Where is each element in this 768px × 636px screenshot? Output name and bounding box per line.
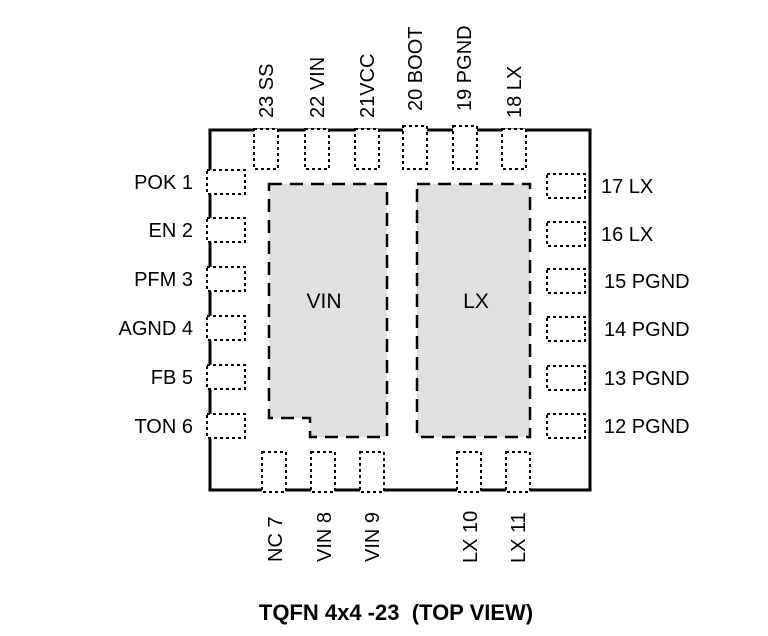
pin-16-label: 16 LX: [601, 224, 653, 246]
pin-10-pad: [456, 451, 482, 493]
package-caption: TQFN 4x4 -23 (TOP VIEW): [259, 600, 533, 625]
pin-8-pad: [310, 451, 336, 493]
pin-5-label: FB 5: [151, 367, 193, 389]
pin-16-pad: [546, 221, 586, 247]
pin-20-label: 20 BOOT: [405, 27, 427, 111]
pin-23-label: 23 SS: [256, 64, 278, 118]
pin-18-label: 18 LX: [504, 66, 526, 118]
pin-22-pad: [304, 128, 330, 170]
pin-21-pad: [354, 128, 380, 170]
pin-11-label: LX 11: [508, 512, 530, 563]
pin-12-label: 12 PGND: [604, 416, 690, 438]
pin-7-pad: [261, 451, 287, 493]
pin-19-pad: [452, 125, 478, 170]
pin-21-label: 21VCC: [357, 54, 379, 118]
pin-4-pad: [206, 315, 246, 341]
pin-20-pad: [402, 125, 428, 170]
pin-12-pad: [546, 413, 586, 439]
lx-exposed-pad: [415, 182, 532, 439]
package-body: [208, 128, 592, 492]
pin-2-label: EN 2: [149, 220, 193, 242]
pin-11-pad: [505, 451, 531, 493]
pin-7-label: NC 7: [265, 516, 287, 562]
vin-pad-label: VIN: [306, 290, 341, 313]
pin-14-pad: [546, 316, 586, 342]
vin-exposed-pad: [267, 182, 389, 439]
pin-19-label: 19 PGND: [454, 25, 476, 111]
pin-3-pad: [206, 266, 246, 292]
pin-5-pad: [206, 364, 246, 390]
pin-2-pad: [206, 217, 246, 243]
pin-3-label: PFM 3: [134, 269, 193, 291]
pin-15-pad: [546, 268, 586, 294]
pin-6-label: TON 6: [134, 416, 193, 438]
pin-15-label: 15 PGND: [604, 271, 690, 293]
pin-8-label: VIN 8: [314, 512, 336, 562]
pin-17-label: 17 LX: [601, 176, 653, 198]
pin-23-pad: [253, 128, 279, 170]
lx-pad-label: LX: [463, 290, 489, 313]
pin-4-label: AGND 4: [119, 318, 193, 340]
pin-18-pad: [501, 128, 527, 170]
pin-1-label: POK 1: [134, 172, 193, 194]
pin-17-pad: [546, 173, 586, 199]
pin-9-pad: [359, 451, 385, 493]
pin-22-label: 22 VIN: [307, 57, 329, 118]
pin-13-label: 13 PGND: [604, 368, 690, 390]
pin-14-label: 14 PGND: [604, 319, 690, 341]
pin-10-label: LX 10: [460, 511, 482, 563]
pin-6-pad: [206, 413, 246, 439]
pin-9-label: VIN 9: [362, 512, 384, 562]
pin-13-pad: [546, 365, 586, 391]
pin-1-pad: [206, 169, 246, 195]
